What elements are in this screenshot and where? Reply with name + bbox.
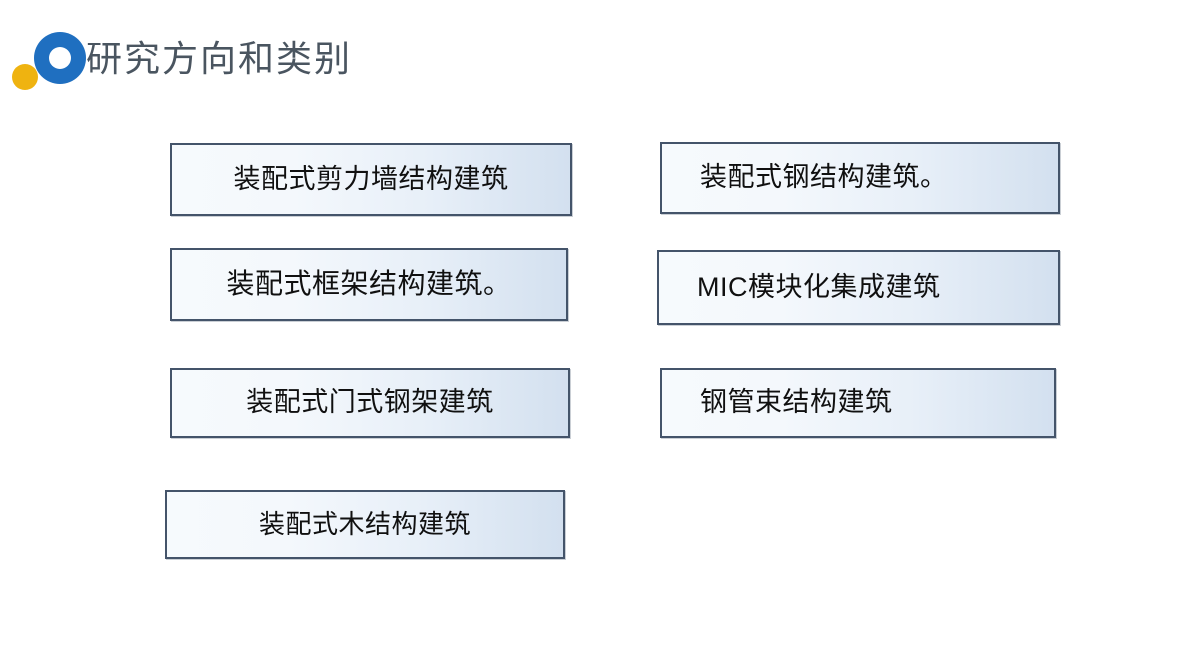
category-box-shear-wall[interactable]: 装配式剪力墙结构建筑 xyxy=(170,143,572,216)
category-box-label: 装配式钢结构建筑。 xyxy=(700,162,948,193)
ring-circle-icon xyxy=(34,32,86,84)
decorative-logo xyxy=(12,32,88,90)
category-box-steel-tube-bundle[interactable]: 钢管束结构建筑 xyxy=(660,368,1056,438)
category-box-mic-modular[interactable]: MIC模块化集成建筑 xyxy=(657,250,1060,325)
category-box-label: 钢管束结构建筑 xyxy=(700,387,893,418)
category-box-label: 装配式框架结构建筑。 xyxy=(226,268,512,300)
category-box-portal-steel-frame[interactable]: 装配式门式钢架建筑 xyxy=(170,368,570,438)
dot-circle-icon xyxy=(12,64,38,90)
category-box-label: 装配式剪力墙结构建筑 xyxy=(233,163,509,194)
category-box-label: 装配式木结构建筑 xyxy=(258,509,471,540)
category-box-label: 装配式门式钢架建筑 xyxy=(246,387,494,418)
page-title: 研究方向和类别 xyxy=(86,39,353,79)
category-box-steel-structure[interactable]: 装配式钢结构建筑。 xyxy=(660,142,1060,214)
category-box-timber[interactable]: 装配式木结构建筑 xyxy=(165,490,565,559)
category-box-frame[interactable]: 装配式框架结构建筑。 xyxy=(170,248,568,321)
slide-header: 研究方向和类别 xyxy=(0,14,1195,90)
category-box-label: MIC模块化集成建筑 xyxy=(697,271,941,302)
